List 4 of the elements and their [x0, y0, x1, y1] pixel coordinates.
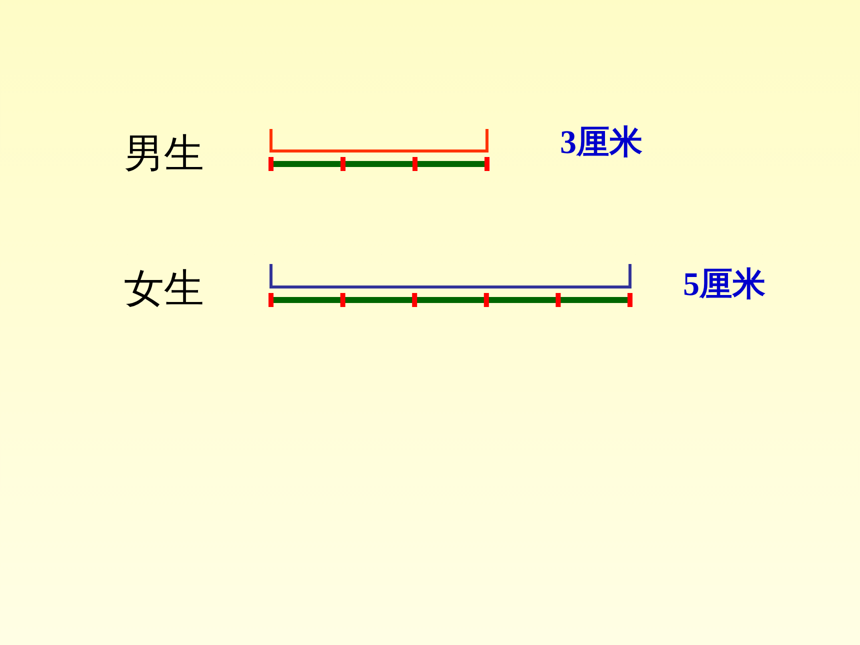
length-label: 5厘米 — [683, 269, 766, 302]
group-label: 男生 — [124, 134, 204, 174]
group-label: 女生 — [124, 269, 204, 309]
length-label: 3厘米 — [560, 127, 642, 160]
